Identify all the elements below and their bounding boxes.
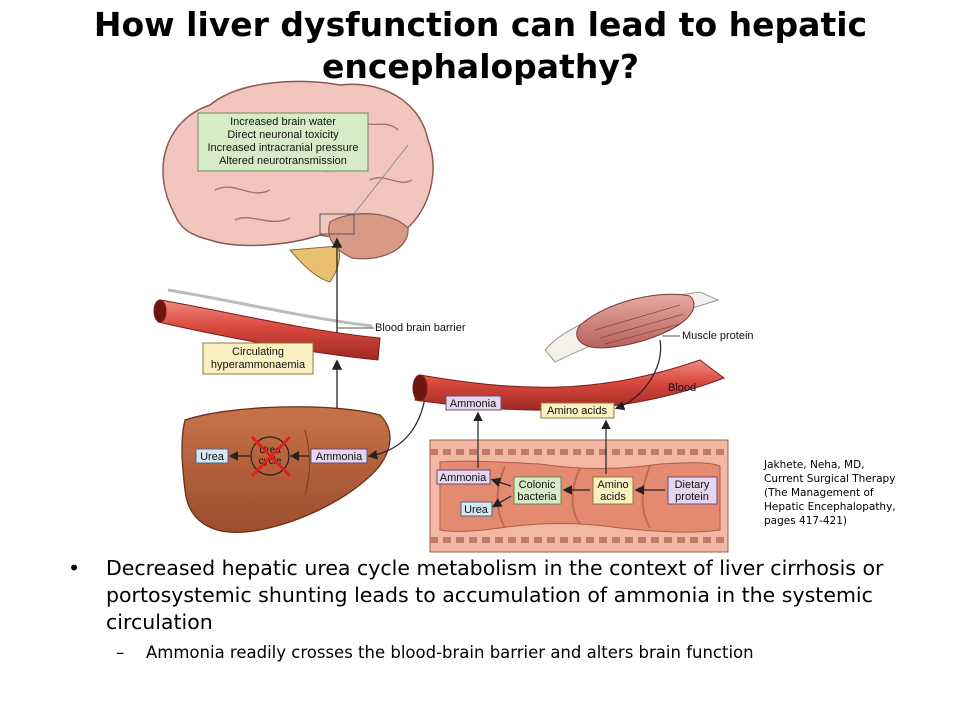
blood-brain-barrier-label: Blood brain barrier <box>375 322 466 334</box>
dietary-protein-box: Dietary protein <box>668 477 717 504</box>
brain-effect-1: Direct neuronal toxicity <box>227 129 339 141</box>
citation-line: (The Management of <box>764 486 944 500</box>
citation-line: Jakhete, Neha, MD, <box>764 458 944 472</box>
amino-acids-gut-box: Amino acids <box>593 477 633 504</box>
svg-text:Circulating: Circulating <box>232 346 284 358</box>
urea-liver-box: Urea <box>196 449 228 463</box>
ammonia-liver-box: Ammonia <box>311 449 367 463</box>
bullet-dot-icon: • <box>68 555 80 582</box>
bullet-text: Decreased hepatic urea cycle metabolism … <box>106 556 883 634</box>
svg-text:acids: acids <box>600 491 626 503</box>
svg-text:Ammonia: Ammonia <box>450 398 497 410</box>
svg-text:Ammonia: Ammonia <box>440 472 487 484</box>
amino-acids-vessel-box: Amino acids <box>541 403 614 418</box>
bullet-item: • Decreased hepatic urea cycle metabolis… <box>62 555 942 636</box>
svg-text:Urea: Urea <box>200 451 225 463</box>
dash-icon: – <box>116 642 124 664</box>
sub-bullet-item: – Ammonia readily crosses the blood-brai… <box>62 642 942 664</box>
muscle-protein-label: Muscle protein <box>682 330 754 342</box>
svg-text:Urea: Urea <box>464 504 489 516</box>
svg-text:protein: protein <box>675 491 709 503</box>
svg-text:Colonic: Colonic <box>519 479 556 491</box>
svg-text:Amino acids: Amino acids <box>547 405 607 417</box>
brain-effect-0: Increased brain water <box>230 116 336 128</box>
brainstem <box>290 246 340 282</box>
bullet-list: • Decreased hepatic urea cycle metabolis… <box>62 555 942 664</box>
svg-text:Amino: Amino <box>597 479 628 491</box>
brain-effects-box: Increased brain water Direct neuronal to… <box>198 113 368 171</box>
svg-text:Dietary: Dietary <box>675 479 710 491</box>
muscle-illustration: Muscle protein <box>545 292 754 362</box>
colonic-bacteria-box: Colonic bacteria <box>514 477 561 504</box>
ammonia-vessel-box: Ammonia <box>446 396 501 410</box>
urea-gut-box: Urea <box>461 502 492 516</box>
liver-illustration <box>182 407 390 533</box>
blood-label: Blood <box>668 382 696 394</box>
citation-line: pages 417-421) <box>764 514 944 528</box>
citation-line: Current Surgical Therapy <box>764 472 944 486</box>
brain-effect-3: Altered neurotransmission <box>219 155 347 167</box>
brain-effect-2: Increased intracranial pressure <box>207 142 358 154</box>
ammonia-gut-box: Ammonia <box>437 470 490 484</box>
sub-bullet-text: Ammonia readily crosses the blood-brain … <box>146 643 754 662</box>
brain-illustration <box>163 82 433 282</box>
cerebellum <box>329 214 408 259</box>
svg-text:hyperammonaemia: hyperammonaemia <box>211 359 306 371</box>
citation-line: Hepatic Encephalopathy, <box>764 500 944 514</box>
circulating-hyperammonaemia-box: Circulating hyperammonaemia <box>203 343 313 374</box>
citation: Jakhete, Neha, MD, Current Surgical Ther… <box>764 458 944 528</box>
svg-text:Ammonia: Ammonia <box>316 451 363 463</box>
svg-text:bacteria: bacteria <box>517 491 557 503</box>
